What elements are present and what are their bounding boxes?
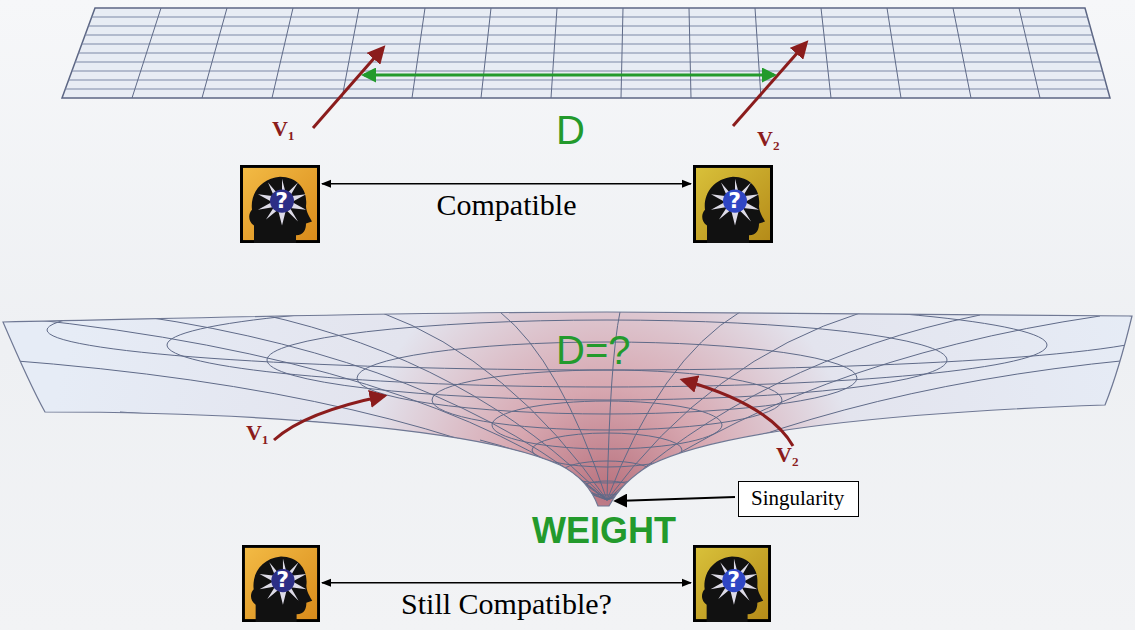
question-mark: ? <box>275 190 288 212</box>
callout-box: Singularity <box>738 481 859 517</box>
vector-label: V₂ <box>776 444 798 466</box>
flat-plane <box>62 8 1110 98</box>
callout-text: Singularity <box>751 486 846 510</box>
vector-label: V₁ <box>272 118 294 140</box>
edge-label: Still Compatible? <box>401 589 612 619</box>
vector-label: V₁ <box>246 422 268 444</box>
vector-v2 <box>733 43 806 126</box>
compatibility-arrow <box>322 582 691 584</box>
distance-label: D <box>556 110 585 150</box>
leader-line <box>616 497 735 501</box>
distance-arrow <box>364 74 774 77</box>
edge-label: Compatible <box>437 190 577 220</box>
person-icon: ? <box>240 165 320 243</box>
question-mark: ? <box>728 190 741 212</box>
question-mark: ? <box>276 569 289 591</box>
weight-label: WEIGHT <box>532 513 676 549</box>
curved-surface <box>3 290 1135 506</box>
vector-v1 <box>313 48 383 128</box>
question-mark: ? <box>727 569 740 591</box>
curved-vector-v1 <box>274 396 384 440</box>
person-icon: ? <box>242 545 320 622</box>
distance-label: D=? <box>556 330 631 370</box>
person-icon: ? <box>693 165 773 243</box>
person-icon: ? <box>693 545 771 622</box>
vector-label: V₂ <box>757 128 779 150</box>
compatibility-arrow <box>322 183 691 185</box>
curved-vector-v2 <box>683 380 793 446</box>
